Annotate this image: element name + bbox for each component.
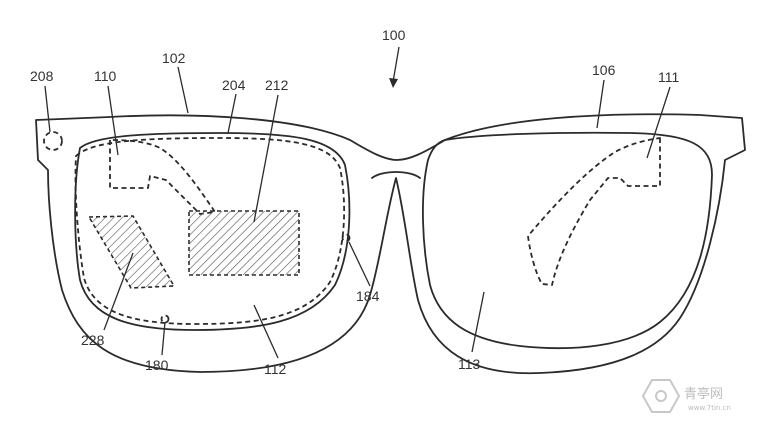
leader-111 [646,86,671,159]
watermark-logo-dot-icon [655,390,667,402]
watermark: 青亭网 www.7tin.cn [641,379,731,413]
display-region-204 [74,137,346,325]
display-area-212 [188,210,300,276]
label-113: 113 [458,356,481,372]
leader-106 [596,79,605,129]
leader-208 [44,85,51,133]
arrow-100 [389,78,398,88]
leader-180 [161,321,166,356]
leader-102 [177,66,189,114]
left-lens-outline [74,132,351,331]
label-112: 112 [264,361,287,377]
label-180: 180 [145,357,169,373]
watermark-sub: www.7tin.cn [688,404,731,412]
bridge-inner [371,171,421,179]
leader-110 [107,85,119,156]
leader-212 [253,94,279,223]
label-106: 106 [592,62,616,78]
component-111 [527,137,661,286]
label-228: 228 [81,332,105,348]
label-184: 184 [356,288,380,304]
watermark-text: 青亭网 [684,386,723,402]
region-228 [87,215,176,289]
leader-204 [227,93,237,134]
label-100: 100 [382,27,406,43]
sensor-208 [43,131,63,151]
marker-184 [341,233,351,243]
leader-113 [471,291,485,353]
label-102: 102 [162,50,186,66]
label-204: 204 [222,77,246,93]
component-110 [109,139,216,215]
leader-228 [103,252,134,331]
leader-184 [348,241,371,287]
right-lens-outline [422,131,713,350]
label-111: 111 [658,69,679,85]
label-110: 110 [94,68,117,84]
leader-100 [392,46,400,83]
label-212: 212 [265,77,289,93]
leader-112 [253,304,279,359]
marker-180 [160,314,170,324]
watermark-logo-icon [641,379,681,413]
label-208: 208 [30,68,54,84]
frame-outer [35,113,746,375]
